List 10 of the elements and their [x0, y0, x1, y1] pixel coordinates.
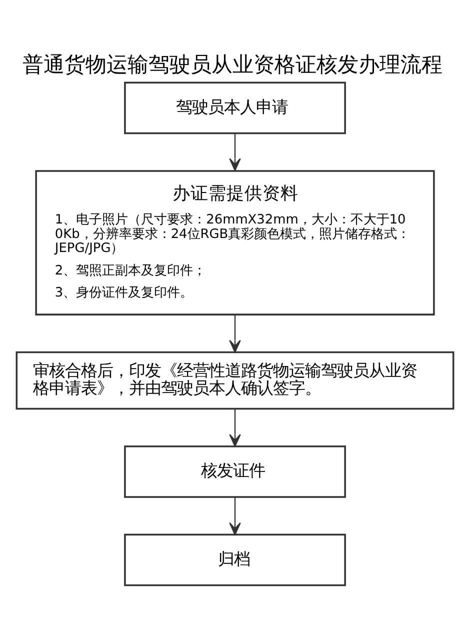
diagram-title: 普通货物运输驾驶员从业资格证核发办理流程 — [22, 51, 443, 76]
node-box: 核发证件 — [124, 446, 346, 498]
node-box: 驾驶员本人申请 — [124, 82, 346, 134]
arrow — [229, 133, 241, 171]
arrow — [229, 314, 241, 353]
node-box: 审核合格后，印发《经营性道路货物运输驾驶员从业资格申请表》，并由驾驶员本人确认签字。 — [16, 351, 454, 410]
node-box: 归档 — [124, 534, 346, 586]
arrow — [229, 408, 241, 447]
arrow — [229, 497, 241, 536]
node-box: 办证需提供资料 1、电子照片（尺寸要求：26mmX32mm，大小：不大于100Kb，分辨率要求：24位RGB真彩颜色模式，照片储存格式：JEPG/JPG） 2、驾照正副本及复印件； 3、身份证件及复印件。 — [35, 170, 435, 316]
